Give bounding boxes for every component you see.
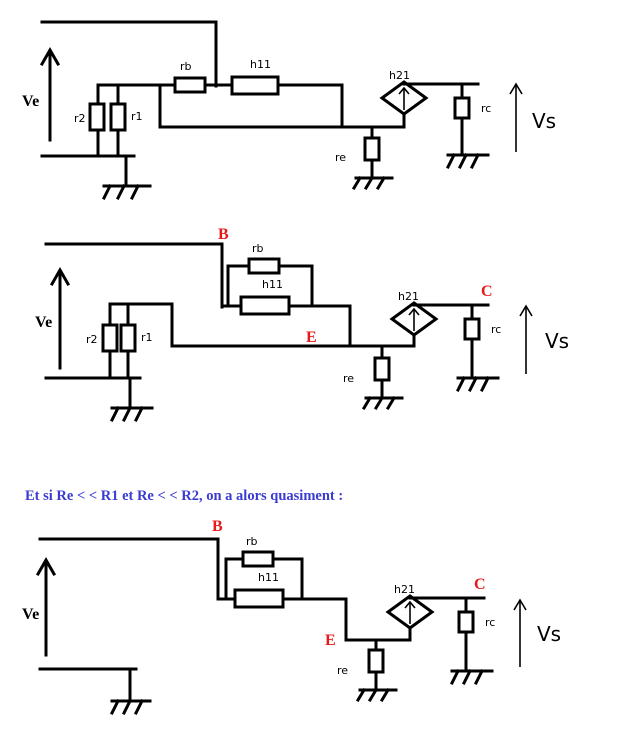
rc-label: rc (485, 616, 495, 629)
base-path (173, 75, 344, 129)
rb-resistor (247, 257, 281, 275)
rb-label: rb (180, 60, 192, 73)
emitter-node-wire (158, 83, 406, 129)
approximation-caption: Et si Re < < R1 et Re < < R2, on a alors… (25, 488, 343, 504)
re-label: re (343, 372, 354, 385)
vs-arrow (513, 598, 527, 667)
ve-label: Ve (22, 606, 39, 623)
h21-label: h21 (398, 290, 419, 303)
rc-resistor (463, 317, 481, 341)
h11-label: h11 (258, 571, 279, 584)
rc-branch (455, 303, 500, 393)
vs-arrow (509, 82, 523, 152)
circuit-2: Ve r2 r1 B (35, 226, 569, 423)
node-e-label: E (306, 329, 317, 346)
h11-resistor (230, 75, 280, 96)
rb-label: rb (252, 242, 264, 255)
rc-resistor (457, 610, 475, 634)
r1-resistor (119, 323, 137, 353)
ve-arrow (49, 266, 71, 370)
rc-label: rc (481, 102, 491, 115)
rb-resistor (173, 76, 207, 94)
rc-branch (449, 596, 494, 686)
re-branch (361, 344, 404, 411)
h11-label: h11 (262, 278, 283, 291)
input-top-wire (40, 20, 218, 88)
ve-label: Ve (22, 93, 39, 110)
ground-symbol (109, 405, 154, 423)
vs-label: Vs (532, 109, 556, 133)
h11-label: h11 (250, 58, 271, 71)
h21-current-source (385, 594, 486, 642)
h21-current-source (379, 80, 480, 129)
ve-label: Ve (35, 314, 52, 331)
bias-resistor-network (88, 83, 177, 188)
h11-resistor (239, 295, 291, 316)
rc-resistor (453, 96, 471, 120)
rb-label: rb (246, 535, 258, 548)
r2-resistor (101, 323, 119, 353)
input-top-wire (38, 537, 220, 601)
node-b-label: B (218, 226, 229, 243)
r1-label: r1 (131, 110, 143, 123)
r2-resistor (88, 102, 106, 132)
ground-symbol (101, 183, 152, 201)
node-e-label: E (325, 632, 336, 649)
rb-h11-parallel (216, 550, 348, 642)
re-resistor (373, 356, 391, 382)
ground-symbol (109, 667, 152, 716)
vs-label: Vs (537, 622, 561, 646)
r1-resistor (109, 102, 127, 132)
rc-label: rc (491, 323, 501, 336)
vs-label: Vs (545, 329, 569, 353)
vs-arrow (519, 304, 533, 374)
re-label: re (335, 151, 346, 164)
bias-resistor-network (101, 302, 174, 410)
rc-branch (445, 82, 490, 170)
input-top-wire (44, 242, 224, 309)
r2-label: r2 (74, 112, 86, 125)
r2-label: r2 (86, 333, 98, 346)
circuit-3: Ve B rb h11 E (22, 518, 561, 716)
r1-label: r1 (141, 331, 153, 344)
rb-h11-parallel (220, 257, 352, 348)
re-label: re (337, 664, 348, 677)
ve-arrow (35, 556, 57, 657)
h21-label: h21 (389, 69, 410, 82)
h11-resistor (233, 588, 285, 609)
rb-resistor (241, 550, 275, 568)
ve-arrow (39, 46, 61, 142)
h21-label: h21 (394, 583, 415, 596)
re-resistor (367, 648, 385, 674)
h21-current-source (389, 301, 490, 348)
re-branch (355, 638, 398, 703)
node-c-label: C (474, 576, 486, 593)
re-resistor (363, 136, 381, 162)
re-branch (351, 125, 394, 191)
node-b-label: B (212, 518, 223, 535)
node-c-label: C (481, 283, 493, 300)
circuit-1: Ve r2 r1 (22, 20, 556, 201)
